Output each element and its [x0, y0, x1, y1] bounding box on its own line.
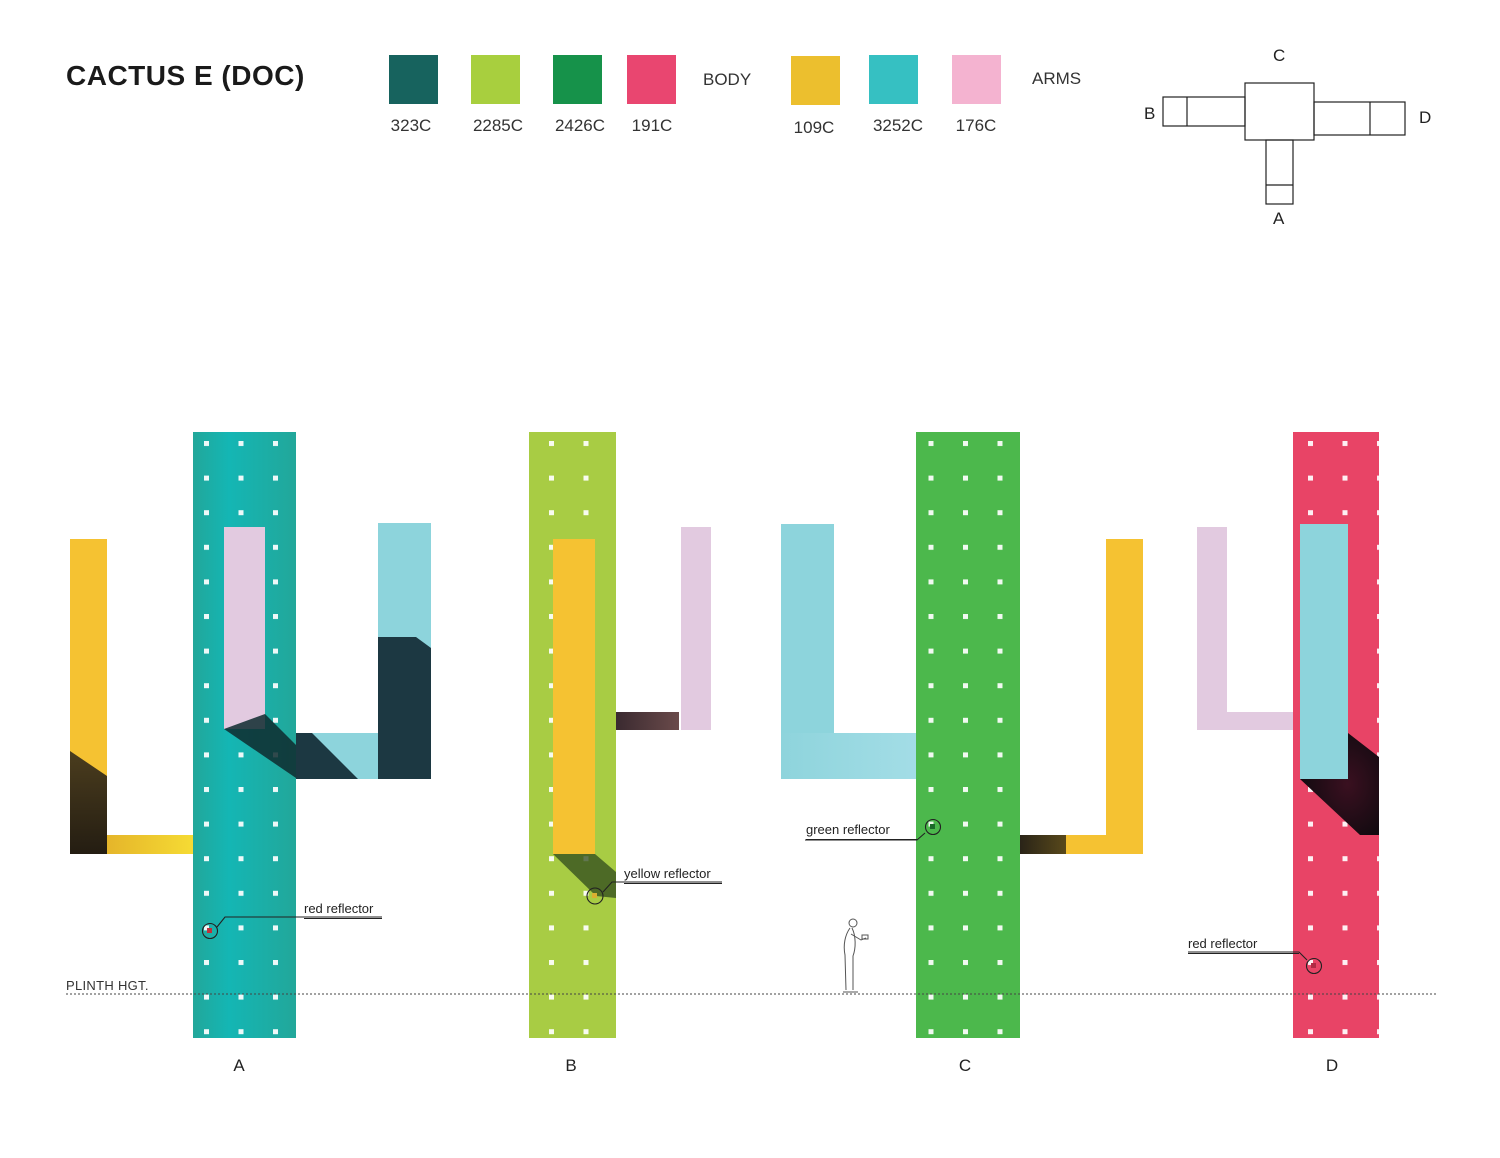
plan-diagram	[1162, 82, 1406, 205]
page-title: CACTUS E (DOC)	[66, 60, 305, 91]
plan-label-top: C	[1273, 46, 1286, 65]
elevation-b	[529, 432, 711, 1038]
elevation-d	[1197, 432, 1379, 1038]
callout-yellow-reflector-b: yellow reflector	[624, 866, 722, 884]
swatch-code: 2285C	[472, 116, 524, 135]
swatch-code: 323C	[390, 116, 432, 135]
swatch-arms-1	[791, 56, 840, 105]
view-label-d: D	[1325, 1056, 1339, 1075]
callout-red-reflector-d: red reflector	[1188, 936, 1299, 954]
callout-red-reflector-a: red reflector	[304, 901, 382, 919]
swatch-body-1	[389, 55, 438, 104]
plan-label-left: B	[1144, 104, 1156, 123]
swatch-body-4	[627, 55, 676, 104]
swatch-code: 3252C	[872, 116, 924, 135]
swatch-body-3	[553, 55, 602, 104]
arm-c-right-stub-dark	[1020, 835, 1068, 854]
arm-d-left-upright	[1197, 527, 1227, 730]
reflector-marker-a	[201, 922, 219, 940]
arm-c-left-stub	[781, 733, 916, 779]
group-label-body: BODY	[703, 70, 752, 89]
swatch-arms-2	[869, 55, 918, 104]
arm-d-blue	[1300, 524, 1348, 779]
human-figure	[843, 918, 869, 993]
view-label-b: B	[565, 1056, 577, 1075]
plan-label-right: D	[1419, 108, 1432, 127]
reflector-marker-d	[1305, 957, 1323, 975]
arm-a-pink	[224, 527, 265, 729]
plan-arm-b	[1162, 96, 1246, 127]
plan-body	[1244, 82, 1315, 141]
reflector-marker-c	[924, 818, 942, 836]
view-label-a: A	[233, 1056, 245, 1075]
swatch-body-2	[471, 55, 520, 104]
swatch-code: 191C	[631, 116, 673, 135]
swatch-arms-3	[952, 55, 1001, 104]
arm-b-yellow	[553, 539, 595, 854]
arm-a-left-stub	[107, 835, 195, 854]
swatch-code: 109C	[793, 118, 835, 137]
elevation-c	[781, 432, 1143, 1038]
plan-label-bottom: A	[1273, 209, 1285, 228]
arm-b-right-stub	[616, 712, 679, 730]
reflector-marker-b	[586, 887, 604, 905]
view-label-c: C	[958, 1056, 972, 1075]
plan-arm-d	[1313, 101, 1406, 136]
swatch-code: 2426C	[554, 116, 606, 135]
plan-arm-a	[1265, 139, 1294, 205]
elevation-a	[70, 432, 431, 1038]
arm-d-left-stub	[1197, 712, 1293, 730]
plinth-label: PLINTH HGT.	[66, 978, 149, 993]
arm-c-right-upright	[1106, 539, 1143, 854]
swatch-code: 176C	[955, 116, 997, 135]
arm-b-right-upright	[681, 527, 711, 730]
group-label-arms: ARMS	[1032, 69, 1082, 88]
callout-green-reflector-c: green reflector	[806, 822, 917, 840]
